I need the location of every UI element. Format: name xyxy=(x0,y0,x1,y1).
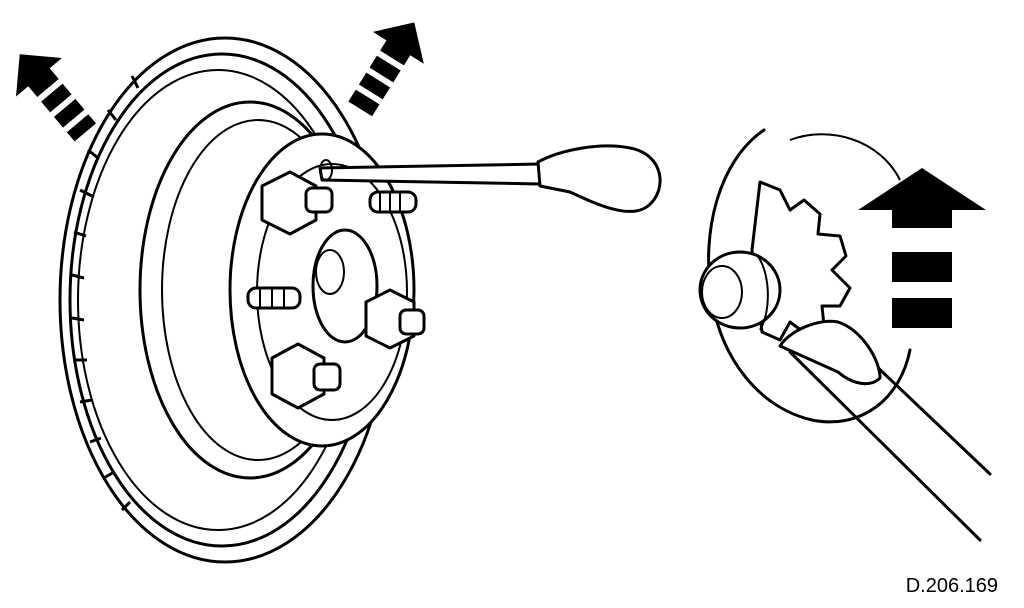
figure-reference-code: D.206.169 xyxy=(905,575,998,597)
adjuster-star-wheel xyxy=(698,180,852,342)
disc-vent-slots xyxy=(71,75,140,512)
arrow-up-icon xyxy=(858,168,986,328)
curved-arrow-up-right-icon xyxy=(348,22,424,117)
screwdriver xyxy=(318,144,662,213)
wheel-nut-right xyxy=(364,288,426,350)
adjuster-detail-view xyxy=(698,128,992,542)
wheel-nut-top-left xyxy=(260,170,334,236)
wheel-nut-bottom xyxy=(270,342,342,410)
curved-arrow-up-left-icon xyxy=(16,54,97,142)
wheel-stud-left xyxy=(246,286,302,310)
wheel-stud-top-right xyxy=(368,190,418,214)
screwdriver-blade-detail xyxy=(778,319,992,542)
